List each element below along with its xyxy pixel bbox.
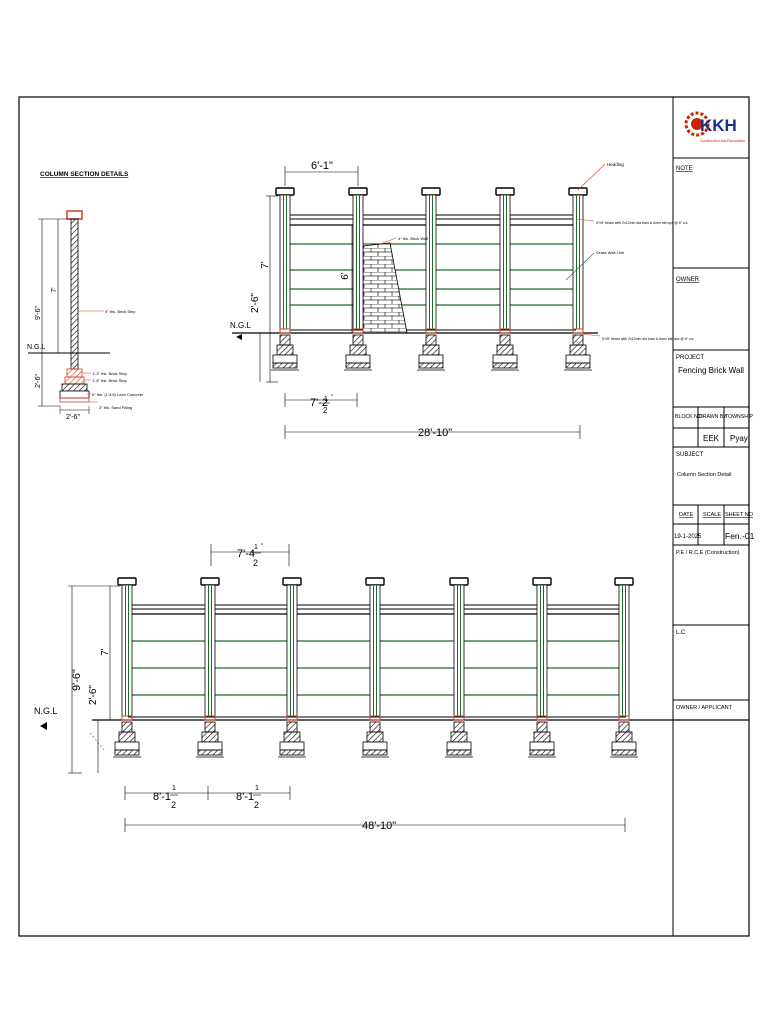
bottom-dim-bay1-num: 1 xyxy=(172,785,176,792)
sheet-border xyxy=(18,96,750,937)
label-heading: Heading xyxy=(607,162,624,167)
kkh-logo: KKH Construction and Renovation xyxy=(684,111,745,143)
column-dim-width: 2'-6" xyxy=(66,414,80,421)
bottom-dim-height: 9'-6" xyxy=(71,669,83,691)
sheet-no-value: Fen.-01 xyxy=(725,531,755,541)
bottom-dim-bay1-den: 2 xyxy=(171,800,176,810)
sheet-no-label: SHEET NO xyxy=(725,512,754,518)
column-dim-upper: 7' xyxy=(51,287,58,292)
top-fence-column-1 xyxy=(271,187,299,371)
label-brick-wall: 4" thk. Brick Wall xyxy=(398,236,428,241)
top-elevation: N.G.L 6'-1" 7' 2'-6" 6' 7'-2 1 xyxy=(230,160,694,439)
column-dim-total: 9'-6" xyxy=(35,306,42,320)
bottom-dim-top-den: 2 xyxy=(253,558,258,568)
label-sand-filling: 3" thk. Sand Filling xyxy=(99,405,132,410)
label-grass-wall-line: Grass Wall Line xyxy=(596,250,625,255)
bottom-fence-column-3 xyxy=(278,577,306,758)
scale-label: SCALE xyxy=(703,512,721,518)
top-fence-column-4 xyxy=(491,187,519,371)
logo-subtext: Construction and Renovation xyxy=(700,139,745,143)
top-dim-bay-whole: 7'-2 xyxy=(310,397,328,409)
bottom-fence-column-4 xyxy=(361,577,389,758)
bottom-fence-column-2 xyxy=(196,577,224,758)
bottom-ngl-label: N.G.L xyxy=(34,706,58,716)
bottom-fence-column-7 xyxy=(610,577,638,758)
top-dim-below-ngl: 2'-6" xyxy=(250,293,261,313)
label-bottom-beam: 5"x5" beam with 2x12mm dia bars & 6mm st… xyxy=(602,337,694,341)
top-fence-column-3 xyxy=(417,187,445,371)
bottom-dim-bay2-den: 2 xyxy=(254,800,259,810)
bottom-dim-top-whole: 7'-4 xyxy=(237,548,255,560)
label-lean-concrete: 6" thk. (1:3:6) Lean Concrete xyxy=(92,392,144,397)
top-dim-bay-unit: " xyxy=(331,395,333,401)
project-label: PROJECT xyxy=(676,355,704,361)
note-label: NOTE xyxy=(676,166,693,172)
block-no-label: BLOCK NO xyxy=(675,414,702,420)
label-brick-step-2: 1'-6" thk. Brick Step xyxy=(92,378,128,383)
top-dim-bay-den: 2 xyxy=(323,406,328,415)
drawn-by-value: EEK xyxy=(703,434,720,443)
bottom-fence-column-6 xyxy=(528,577,556,758)
top-dim-height: 7' xyxy=(260,261,271,269)
bottom-dim-bay2-whole: 8'-1 xyxy=(236,791,254,803)
pe-label: P.E / R.C.E (Construction) xyxy=(676,550,740,556)
top-fence-column-5 xyxy=(564,187,592,371)
column-section-heading: COLUMN SECTION DETAILS xyxy=(40,171,129,178)
top-dim-col-spacing: 6'-1" xyxy=(311,160,333,172)
bottom-fence-column-5 xyxy=(445,577,473,758)
subject-value: Column Section Detail xyxy=(677,472,731,478)
subject-label: SUBJECT xyxy=(676,452,704,458)
top-fence-column-2 xyxy=(344,187,372,371)
label-brick-step-1: 1'-3" thk. Brick Step xyxy=(92,371,128,376)
township-label: TOWNSHIP xyxy=(725,414,753,420)
column-ngl-label: N.G.L xyxy=(27,344,45,351)
date-value: 19-1-2025 xyxy=(674,534,702,540)
bottom-fence-column-1 xyxy=(113,577,141,758)
bottom-dim-top-num: 1 xyxy=(254,544,258,551)
bottom-dim-upper: 7' xyxy=(100,648,111,656)
top-dim-total: 28'-10" xyxy=(418,427,452,439)
project-value: Fencing Brick Wall xyxy=(678,366,744,375)
bottom-dim-top-unit: " xyxy=(261,544,263,550)
owner-label: OWNER xyxy=(676,277,700,283)
logo-text: KKH xyxy=(700,116,737,135)
township-value: Pyay xyxy=(730,434,748,443)
date-label: DATE xyxy=(679,512,694,518)
bottom-dim-total: 48'-10" xyxy=(362,820,396,832)
bottom-dim-bay1-whole: 8'-1 xyxy=(153,791,171,803)
drawn-by-label: DRAWN BY xyxy=(699,414,727,420)
title-block: KKH Construction and Renovation NOTE OWN… xyxy=(672,97,755,936)
label-top-beam: 5"x5" beam with 2x12mm dia bars & 6mm st… xyxy=(596,221,688,225)
lc-label: L.C xyxy=(676,630,686,636)
bottom-dim-lower: 2'-6" xyxy=(88,685,99,705)
column-section-detail: COLUMN SECTION DETAILS N.G.L 9'-6" 7' 2'… xyxy=(27,171,144,421)
top-dim-mid: 6' xyxy=(340,272,351,280)
top-ngl-label: N.G.L xyxy=(230,321,251,330)
column-dim-lower: 2'-6" xyxy=(35,374,42,388)
top-dim-bay-num: 1 xyxy=(324,396,328,403)
owner-applicant-label: OWNER / APPLICANT xyxy=(676,705,733,711)
bottom-dim-bay2-num: 1 xyxy=(255,785,259,792)
label-brick-step-9: 9" thk. Brick Step xyxy=(105,309,136,314)
bottom-elevation: N.G.L 7'-4 1 2 " 9'-6" 7' 2'-6" 8 xyxy=(34,544,749,832)
brick-wall-patch xyxy=(362,242,408,334)
